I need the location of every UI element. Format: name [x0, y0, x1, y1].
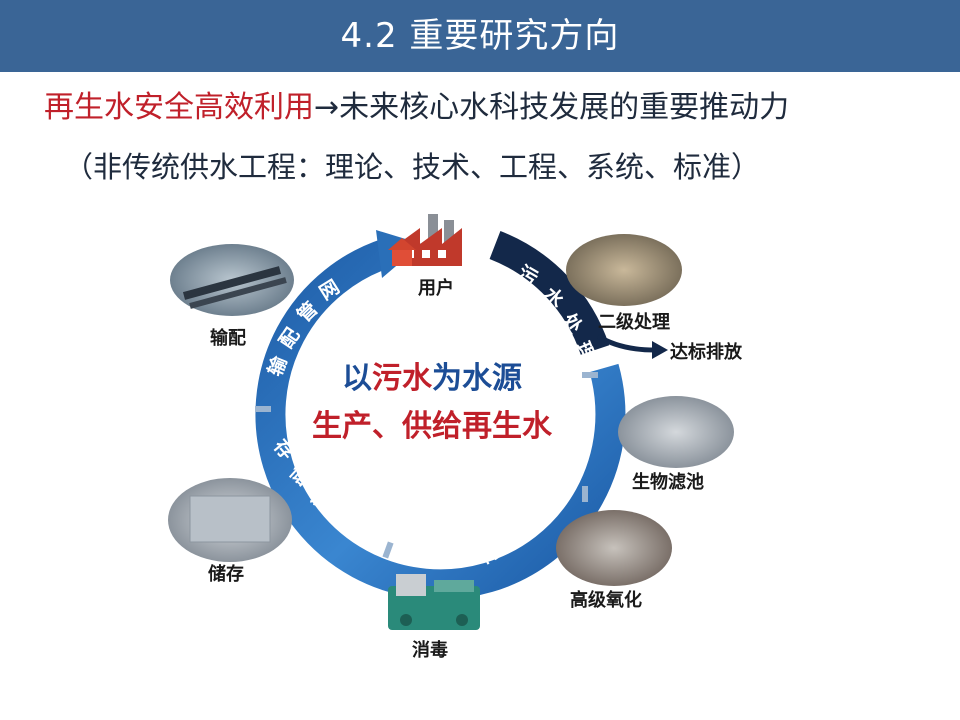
title-bar [0, 0, 960, 72]
center-line-1: 以污水为水源 [342, 361, 522, 396]
center-line-1-c: 为水源 [432, 361, 522, 396]
ring-joint [382, 541, 394, 559]
storage-tank-shape [189, 495, 271, 543]
page-title: 4.2 重要研究方向 [340, 16, 620, 56]
ring-label-reclaimed-3: 水 [525, 497, 555, 526]
secondary-photo [566, 234, 682, 306]
ring-joint [582, 486, 588, 502]
node-oxidation-label: 高级氧化 [570, 589, 642, 611]
discharge-arrow-head [652, 341, 668, 359]
node-disinfection-label: 消毒 [412, 639, 448, 661]
node-storage-label: 储存 [207, 563, 244, 585]
node-biofilter-label: 生物滤池 [632, 471, 704, 493]
headline-highlight: 再生水安全高效利用 [44, 90, 314, 125]
pipe-shape [189, 277, 287, 309]
ring-blue-arc [255, 237, 626, 600]
ring-label-reclaimed-5: 理 [559, 446, 586, 471]
node-discharge-label: 达标排放 [670, 341, 743, 363]
subline: （非传统供水工程：理论、技术、工程、系统、标准） [64, 150, 761, 184]
water-cycle-diagram: 污 水 处 理 再 生 水 处 理 存 储 设 施 输 配 管 网 以污水为水源… [168, 214, 743, 661]
headline-arrow: → [314, 90, 340, 125]
center-line-2: 生产、供给再生水 [312, 409, 553, 444]
center-line-1-b: 污水 [372, 361, 433, 396]
ring-dark-arc [489, 231, 610, 356]
node-secondary-label: 二级处理 [598, 311, 670, 333]
discharge-arrow [596, 333, 656, 353]
pipe-shape [182, 266, 282, 300]
factory-icon [388, 214, 462, 266]
headline: 再生水安全高效利用→未来核心水科技发展的重要推动力 [44, 86, 789, 130]
ring-joint [582, 372, 598, 378]
disinfection-equipment-icon [388, 574, 480, 630]
ring-label-reclaimed-4: 处 [544, 472, 574, 501]
ring-joint [255, 406, 271, 412]
biofilter-photo [618, 396, 734, 468]
headline-rest: 未来核心水科技发展的重要推动力 [339, 90, 790, 125]
oxidation-photo [556, 510, 672, 586]
center-line-1-a: 以 [342, 361, 372, 396]
node-distribution-label: 输配 [210, 327, 246, 349]
node-user-label: 用户 [418, 277, 454, 299]
